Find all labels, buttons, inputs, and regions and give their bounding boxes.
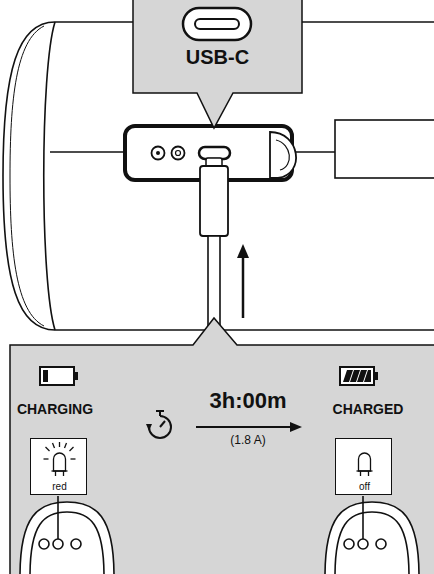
led-indicator-box: off (335, 438, 392, 495)
charge-label: (1.8 A) (230, 434, 265, 447)
port-label: USB-C (186, 46, 249, 68)
stopwatch-icon (146, 411, 171, 438)
led-state-label: red (52, 481, 66, 492)
top-callout (133, 0, 302, 128)
charge-label: CHARGING (17, 402, 93, 417)
battery-low-icon (40, 367, 78, 385)
charge-label: CHARGED (333, 402, 404, 417)
charge-label: 3h:00m (209, 389, 286, 413)
time-arrow (196, 422, 302, 432)
led-state-label: off (359, 481, 370, 492)
charging-callout: CHARGING 3h:00m (1.8 A) CHARGED red off (10, 345, 434, 574)
led-indicator-box: red (30, 438, 87, 495)
battery-full-icon (340, 367, 378, 385)
insert-arrow (237, 244, 249, 318)
bottom-callout (10, 318, 434, 574)
usb-c-cable (200, 158, 228, 336)
light-devices (20, 496, 419, 574)
port-callout: USB-C (133, 0, 302, 93)
